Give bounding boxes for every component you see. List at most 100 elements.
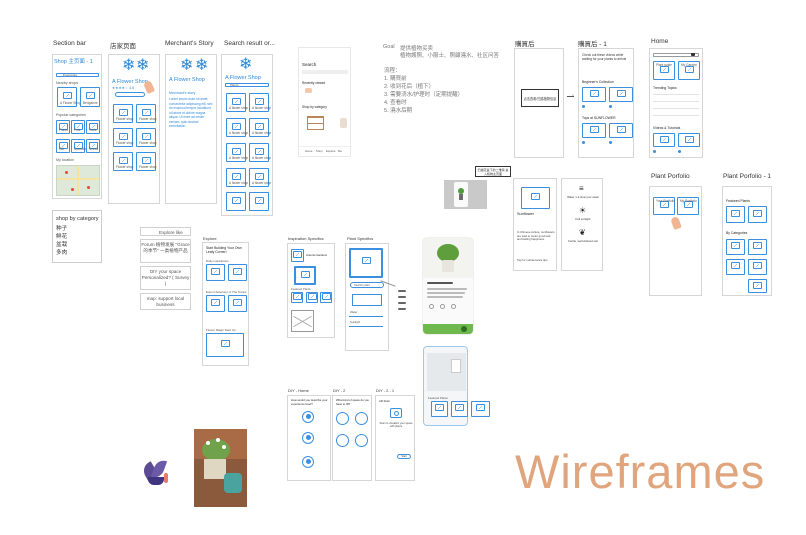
category-tools[interactable]: Tools bbox=[86, 120, 100, 134]
shop-nearby-card-1[interactable]: A Flower Shop bbox=[57, 87, 81, 107]
featured-plant-card[interactable] bbox=[748, 206, 767, 223]
daily-card[interactable] bbox=[206, 264, 225, 281]
video-card[interactable] bbox=[582, 87, 606, 102]
insp-thumb[interactable] bbox=[320, 292, 332, 303]
search-card[interactable] bbox=[226, 192, 246, 211]
video-card[interactable] bbox=[678, 133, 700, 147]
search-card[interactable]: A flower shop bbox=[249, 168, 271, 187]
vase-image[interactable] bbox=[340, 118, 347, 128]
search-card[interactable]: A flower shop bbox=[226, 118, 248, 137]
ar-plant-card[interactable] bbox=[431, 401, 448, 417]
category-gift[interactable]: Gift bbox=[56, 139, 70, 153]
shop-nearby-card-2[interactable]: Bengalore bbox=[80, 87, 100, 107]
flower-card[interactable] bbox=[206, 333, 244, 357]
divider bbox=[653, 94, 699, 95]
featured-plant-card[interactable] bbox=[726, 206, 745, 223]
care-icon[interactable] bbox=[451, 304, 456, 309]
nav-shop[interactable]: Shop bbox=[316, 149, 323, 153]
category-card[interactable] bbox=[726, 259, 745, 275]
nav-me[interactable]: Me bbox=[338, 149, 342, 153]
category-pots[interactable]: Pots bbox=[71, 120, 85, 134]
label-section-bar: Section bar bbox=[53, 40, 86, 47]
search-card[interactable]: A flower shop bbox=[226, 168, 248, 187]
by-categories-heading: By Categories bbox=[726, 231, 748, 235]
home-plant-guide-card[interactable]: Plant guide bbox=[653, 61, 675, 80]
category-succulents[interactable]: Succulents bbox=[71, 139, 90, 153]
nav-explore[interactable]: Explore bbox=[326, 149, 336, 153]
category-seeds[interactable]: Seeds bbox=[86, 139, 100, 153]
shop-map[interactable] bbox=[56, 165, 100, 196]
phone-search-input[interactable] bbox=[302, 70, 348, 74]
search-card[interactable]: A flower shop bbox=[249, 143, 271, 162]
search-card[interactable] bbox=[249, 192, 269, 211]
space-option[interactable] bbox=[336, 434, 349, 447]
expert-card[interactable] bbox=[228, 295, 247, 312]
space-option[interactable] bbox=[355, 434, 368, 447]
plant-search-button[interactable] bbox=[350, 282, 384, 288]
search-card[interactable]: A flower shop bbox=[249, 118, 271, 137]
store-card[interactable]: Flower shop bbox=[136, 128, 156, 147]
insp-thumb[interactable] bbox=[306, 292, 318, 303]
insp-frame: Artemis Gardens Featured Plants bbox=[287, 243, 335, 338]
plant-action-bar[interactable] bbox=[423, 324, 473, 334]
video-card[interactable] bbox=[582, 123, 606, 138]
category-card[interactable] bbox=[726, 239, 745, 255]
search-filter-input[interactable] bbox=[225, 83, 269, 87]
store-card[interactable]: Flower shop bbox=[113, 152, 133, 171]
sunflower-image[interactable] bbox=[521, 187, 550, 209]
search-card[interactable]: A flower shop bbox=[226, 93, 248, 112]
insp-thumb[interactable] bbox=[291, 292, 303, 303]
store-card[interactable]: Flower shop bbox=[113, 128, 133, 147]
shop-popular-heading: Popular categories bbox=[56, 113, 86, 117]
camera-icon[interactable] bbox=[390, 408, 402, 418]
category-card[interactable] bbox=[748, 239, 767, 255]
insp-main-image[interactable] bbox=[294, 266, 316, 285]
daily-card[interactable] bbox=[228, 264, 247, 281]
space-option[interactable] bbox=[336, 412, 349, 425]
care-sun: Full sunlight bbox=[575, 217, 591, 221]
care-icon[interactable] bbox=[440, 304, 445, 309]
shelf-image[interactable] bbox=[307, 116, 324, 130]
category-plants[interactable]: Plants bbox=[56, 120, 70, 134]
recent-thumb[interactable] bbox=[305, 88, 312, 93]
space-option[interactable] bbox=[355, 412, 368, 425]
ar-plant-card[interactable] bbox=[451, 401, 468, 417]
store-card[interactable]: Flower shop bbox=[113, 104, 133, 123]
nav-home[interactable]: Home bbox=[305, 149, 313, 153]
video-card[interactable] bbox=[653, 133, 675, 147]
video-card[interactable] bbox=[609, 123, 633, 138]
forum-note: Forum 植物发展 "Grace的季节" 一类植物产品 bbox=[140, 239, 191, 263]
search-card[interactable]: A flower shop bbox=[249, 93, 271, 112]
store-card[interactable]: Flower shop bbox=[136, 152, 156, 171]
category-card[interactable] bbox=[748, 279, 767, 293]
plant-spec-image[interactable] bbox=[349, 248, 383, 278]
trending-heading: Trending Topics bbox=[653, 86, 677, 90]
ar-scan-text: Scan to visualize your space with plants bbox=[379, 422, 413, 429]
start-button[interactable]: Start bbox=[397, 454, 411, 459]
shop-search-input[interactable] bbox=[56, 73, 99, 77]
explore-frame: Start Building Your Own Leafy Corner! Da… bbox=[202, 242, 249, 366]
map-pin-icon bbox=[87, 186, 90, 189]
ar-plant-card[interactable] bbox=[471, 401, 490, 417]
menu-icon[interactable]: ≡ bbox=[579, 184, 584, 193]
my-portfolio-card[interactable]: My Portfolio bbox=[677, 197, 699, 215]
sunflower-name: Sunflower bbox=[517, 212, 534, 216]
expert-card[interactable] bbox=[206, 295, 225, 312]
divider bbox=[653, 108, 699, 109]
maintenance-link[interactable]: Tap for maintenance tips bbox=[517, 258, 548, 262]
scan-info-box[interactable]: 点击查看/扫描植物信息 bbox=[521, 89, 559, 107]
care-icon[interactable] bbox=[429, 304, 434, 309]
home-search-input[interactable] bbox=[653, 53, 699, 57]
follow-button[interactable] bbox=[115, 92, 145, 97]
diy-option-avatar[interactable] bbox=[302, 432, 314, 444]
camera-icon[interactable] bbox=[691, 53, 695, 56]
category-card[interactable] bbox=[748, 259, 767, 275]
map-pin-icon bbox=[71, 188, 74, 191]
your-portfolio-card[interactable]: Your Portfolio bbox=[653, 197, 675, 215]
store-card[interactable]: Flower shop bbox=[136, 104, 156, 123]
diy-option-avatar[interactable] bbox=[302, 456, 314, 468]
diy-option-avatar[interactable] bbox=[302, 411, 314, 423]
video-card[interactable] bbox=[609, 87, 633, 102]
home-my-garden-card[interactable]: My Garden bbox=[678, 61, 700, 80]
search-card[interactable]: A flower shop bbox=[226, 143, 248, 162]
